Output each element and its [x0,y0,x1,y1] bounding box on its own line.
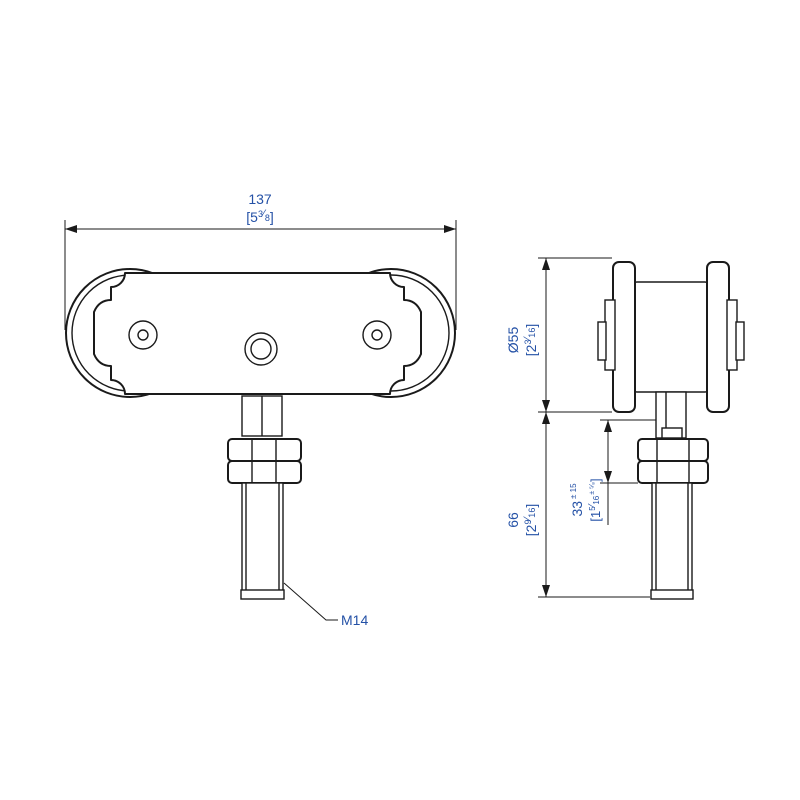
center-bolt-head [244,332,278,366]
length-dimension: 137 [53⁄8] [64,191,457,330]
height-metric: 66 [505,512,521,528]
bolt-length-dimension: 33± 15 [15⁄16± ⁵⁄₈] [569,420,612,525]
side-hex-nut-upper [637,438,709,462]
thread-callout: M14 [283,582,368,628]
thread-label: M14 [341,612,368,628]
height-dimension: 66 [29⁄16] [505,412,550,597]
bolt-length-metric: 33± 15 [569,483,585,517]
side-hex-nut-lower [637,460,709,484]
right-flange [706,261,745,413]
right-axle-screw [362,320,392,350]
height-imperial: [29⁄16] [522,504,539,536]
left-axle-screw [128,320,158,350]
bolt-length-imperial: [15⁄16± ⁵⁄₈] [587,478,603,521]
threaded-rod [240,482,285,600]
diameter-metric: Ø55 [505,327,521,354]
side-threaded-rod [650,482,694,600]
wheel-hub [632,281,710,393]
side-view: Ø55 [23⁄16] 66 [29⁄16] 33± 15 [1 [505,257,745,600]
front-view: M14 137 [53⁄8] [64,191,457,628]
left-flange [597,261,636,413]
length-metric: 137 [248,191,272,207]
hex-nut-lower [227,460,302,484]
diameter-dimension: Ø55 [23⁄16] [505,258,550,412]
length-imperial: [53⁄8] [246,208,273,225]
diameter-imperial: [23⁄16] [522,324,539,356]
hex-nut-upper [227,438,302,462]
